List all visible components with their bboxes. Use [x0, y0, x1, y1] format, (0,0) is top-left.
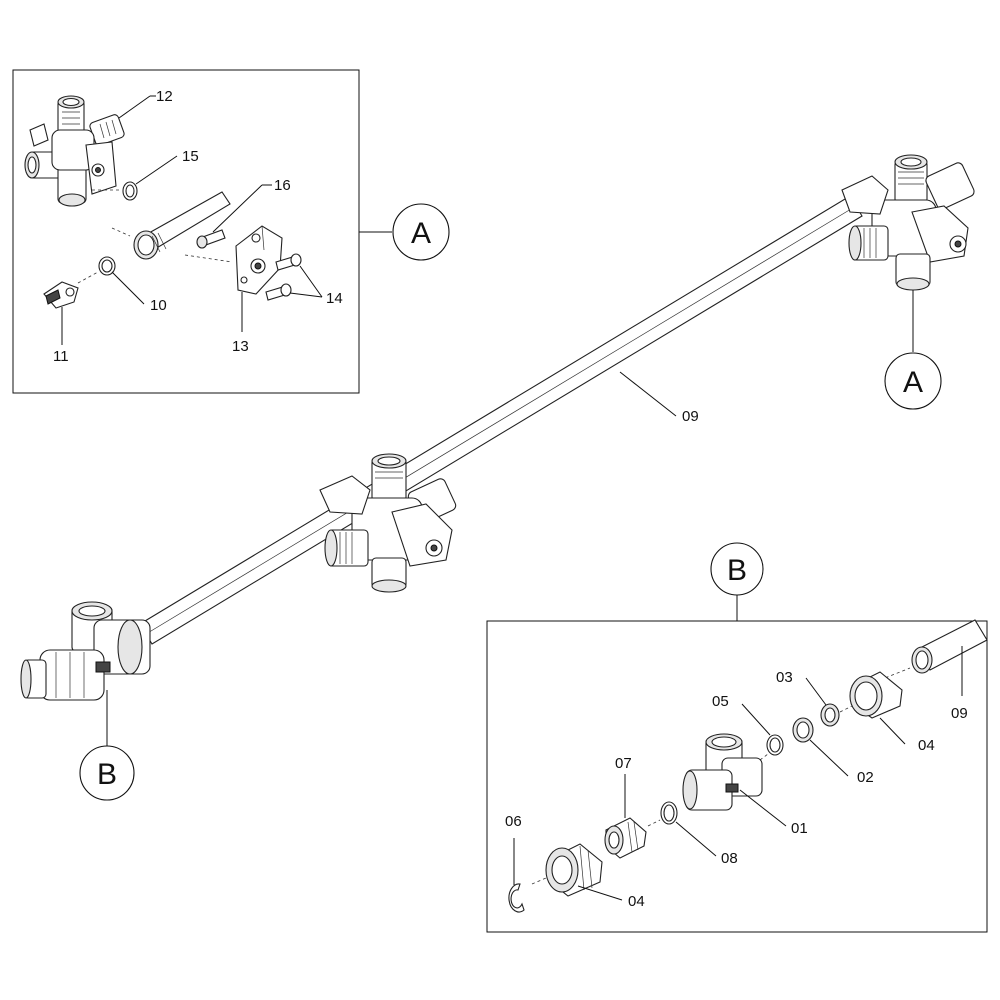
- main-a-label: A: [903, 366, 923, 399]
- middle-nozzle-cross-assembly: [319, 453, 457, 593]
- part-number-09-detail: 09: [951, 705, 968, 722]
- part-number-08: 08: [721, 850, 738, 867]
- part-number-06: 06: [505, 813, 522, 830]
- leader-10: [111, 271, 145, 305]
- part-number-14: 14: [326, 290, 343, 307]
- part-number-04-upper: 04: [918, 737, 935, 754]
- leader-03: [805, 677, 827, 706]
- detail-b-label: B: [727, 554, 747, 587]
- leader-04-lower: [577, 885, 623, 901]
- leader-15: [135, 155, 178, 185]
- detail-a-label: A: [411, 217, 431, 250]
- tee-fitting-01: [682, 733, 763, 811]
- part-number-16: 16: [274, 177, 291, 194]
- part-number-12: 12: [156, 88, 173, 105]
- part-number-03: 03: [776, 669, 793, 686]
- clip-ring-06: [508, 883, 525, 913]
- detail-a-callout-circle: [392, 203, 450, 261]
- detail-box-a: A: [12, 69, 450, 394]
- leader-16: [212, 184, 263, 233]
- threaded-insert-07: [604, 817, 647, 859]
- cross-fitting-12: [24, 95, 125, 207]
- leader-04-upper: [879, 717, 906, 745]
- o-ring-15: [122, 181, 138, 201]
- ring-03: [820, 703, 840, 727]
- nut-04-lower: [545, 843, 603, 897]
- part-number-15: 15: [182, 148, 199, 165]
- part-number-02: 02: [857, 769, 874, 786]
- main-a-callout-circle: [884, 352, 942, 410]
- part-number-09-main: 09: [682, 408, 699, 425]
- part-number-11: 11: [53, 348, 69, 365]
- detail-box-b: B: [486, 542, 988, 933]
- clamp-13: [235, 225, 283, 295]
- part-number-10: 10: [150, 297, 167, 314]
- left-tee-end-assembly: [20, 601, 151, 701]
- o-ring-05: [766, 734, 784, 756]
- part-number-07: 07: [615, 755, 632, 772]
- o-ring-08: [660, 801, 678, 825]
- bolt-16: [196, 229, 226, 249]
- part-number-13: 13: [232, 338, 249, 355]
- o-ring-10: [98, 256, 116, 276]
- right-nozzle-cross-assembly: [841, 154, 975, 291]
- nut-04-upper: [849, 671, 903, 719]
- screws-14: [265, 253, 302, 301]
- detail-b-callout-circle: [710, 542, 764, 596]
- leader-09-main: [619, 371, 677, 417]
- part-number-01: 01: [791, 820, 808, 837]
- main-b-label: B: [97, 758, 117, 791]
- leader-01: [739, 789, 787, 827]
- leader-14a: [299, 265, 323, 298]
- pipe-stub-09: [911, 619, 988, 674]
- leader-05: [741, 703, 771, 736]
- part-number-04-lower: 04: [628, 893, 645, 910]
- part-number-05: 05: [712, 693, 729, 710]
- leader-08: [675, 821, 717, 857]
- leader-02: [809, 739, 849, 777]
- main-b-callout-circle: [79, 745, 135, 801]
- pipe-stub: [133, 191, 231, 260]
- leader-14b: [289, 292, 323, 298]
- ring-02: [792, 717, 814, 743]
- clip-11: [43, 281, 79, 309]
- leader-12: [118, 95, 151, 119]
